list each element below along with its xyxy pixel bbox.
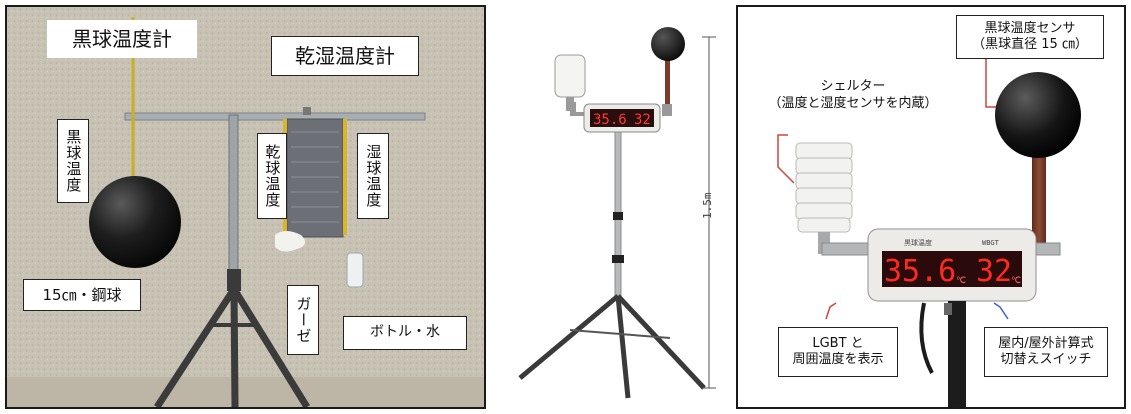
- right-display-unit-right: ℃: [1011, 276, 1021, 286]
- middle-display-value-left: 35.6: [593, 112, 627, 128]
- height-label: 1.5m: [701, 192, 714, 219]
- right-closeup-panel: 黒球温度 WBGT 35.6 ℃ 32 ℃ 黒球温度センサ （黒球直径 15 ㎝…: [736, 5, 1126, 409]
- label-switch: 屋内/屋外計算式 切替えスイッチ: [984, 327, 1108, 377]
- middle-display-value-right: 32: [634, 112, 651, 128]
- right-display-value-right: 32: [976, 254, 1012, 289]
- right-display-value-left: 35.6: [884, 254, 956, 289]
- label-globe-spec: 15㎝・鋼球: [23, 279, 141, 311]
- globe-sensor-ball: [995, 72, 1081, 158]
- label-globe-sensor: 黒球温度センサ （黒球直径 15 ㎝）: [956, 15, 1104, 59]
- right-display-unit-left: ℃: [956, 276, 966, 286]
- black-globe: [89, 176, 181, 268]
- middle-stand-illustration: 35.6 32 1.5m: [518, 27, 716, 399]
- label-globe-thermometer: 黒球温度計: [47, 20, 197, 58]
- label-shelter-line2: （温度と湿度センサを内蔵）: [768, 95, 938, 111]
- label-switch-line1: 屋内/屋外計算式: [998, 335, 1094, 351]
- right-closeup-illustration: 黒球温度 WBGT 35.6 ℃ 32 ℃: [777, 57, 1081, 407]
- label-psychrometer: 乾湿温度計: [271, 36, 419, 76]
- right-display-caption-right: WBGT: [982, 239, 1000, 247]
- label-gauze: ガーゼ: [287, 285, 319, 355]
- label-wet-bulb-temp: 湿球温度: [357, 133, 389, 219]
- label-globe-sensor-line1: 黒球温度センサ: [984, 20, 1076, 36]
- label-switch-line2: 切替えスイッチ: [1000, 352, 1092, 367]
- label-bottle-water: ボトル・水: [343, 316, 467, 350]
- label-display-line1: LGBT と: [812, 335, 864, 351]
- label-globe-sensor-line2: （黒球直径 15 ㎝）: [972, 37, 1088, 52]
- label-display: LGBT と 周囲温度を表示: [778, 327, 898, 377]
- label-shelter: シェルター （温度と湿度センサを内蔵）: [742, 79, 964, 113]
- label-shelter-line1: シェルター: [820, 79, 886, 94]
- label-display-line2: 周囲温度を表示: [792, 352, 884, 367]
- right-display-caption-left: 黒球温度: [904, 238, 932, 247]
- label-dry-bulb-temp: 乾球温度: [257, 133, 287, 219]
- label-black-globe-temp: 黒球温度: [57, 119, 89, 203]
- left-photo-panel: 黒球温度計 乾湿温度計 黒球温度 乾球温度 湿球温度 15㎝・鋼球 ガーゼ ボト…: [5, 5, 486, 409]
